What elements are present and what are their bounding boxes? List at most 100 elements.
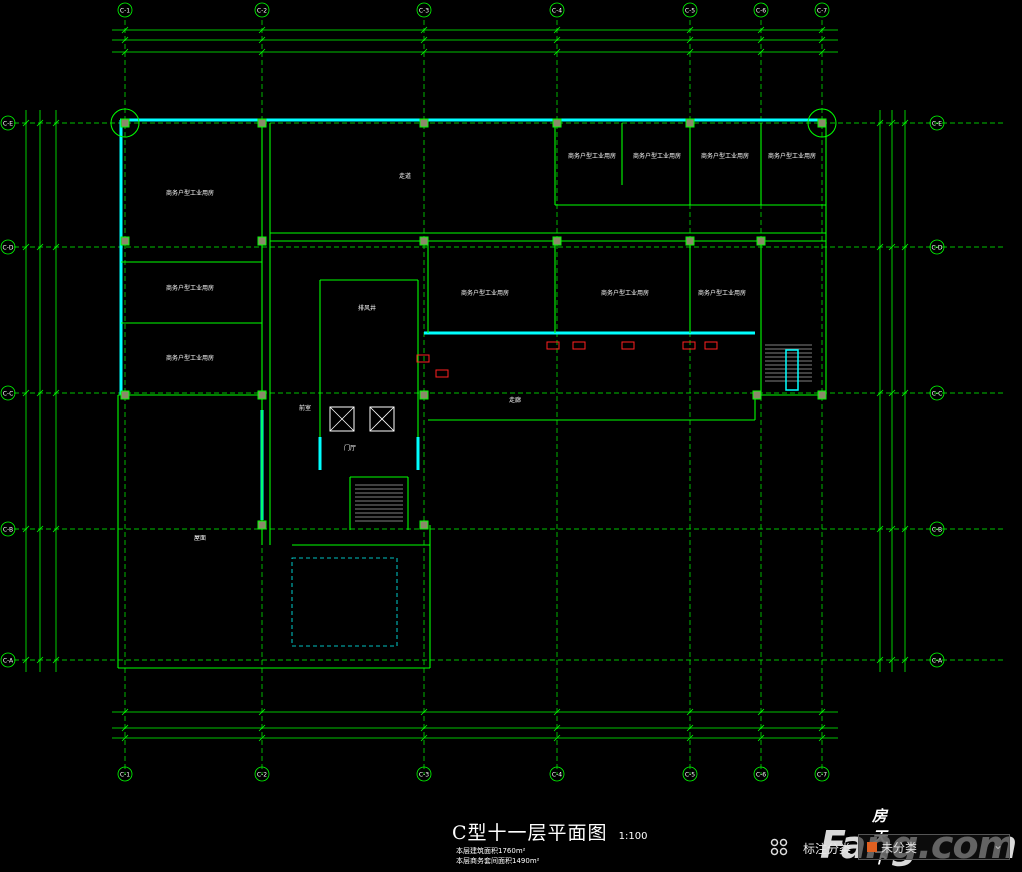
room-label: 商务户型工业用房 [633,152,681,160]
category-color-swatch [867,842,877,852]
structural-column [685,118,695,128]
axis-label: C-5 [685,772,695,779]
category-select[interactable]: 未分类 ⌄ [858,834,1010,860]
room-label: 商务户型工业用房 [461,289,509,297]
axis-label: C-C [932,391,943,398]
axis-label: C-B [932,527,942,534]
axis-bubble [416,2,432,18]
axis-label: C-1 [120,772,130,779]
corner-detail-circle [807,108,837,138]
axis-label: C-E [932,121,942,128]
room-label: 商务户型工业用房 [166,284,214,292]
space-label: 排风井 [358,304,376,312]
axis-label: C-5 [685,8,695,15]
axis-label: C-1 [120,8,130,15]
room-label: 商务户型工业用房 [768,152,816,160]
space-label: 屋面 [194,535,206,542]
axis-label: C-2 [257,772,267,779]
corner-detail-circle [110,108,140,138]
equipment-mark [435,369,449,378]
structural-column [817,390,827,400]
atrium-outline [291,557,398,647]
structural-column [685,236,695,246]
structural-column [752,390,762,400]
chevron-down-icon[interactable]: ⌄ [992,838,1003,852]
axis-bubble [254,2,270,18]
dimension-tick [686,734,694,742]
structural-column [257,390,267,400]
dimension-tick [888,243,896,251]
axis-bubble [814,2,830,18]
structural-column [552,118,562,128]
axis-label: C-C [3,391,14,398]
drawing-title: C型十一层平面图 [452,822,608,844]
space-label: 门厅 [344,444,356,452]
axis-label: C-2 [257,8,267,15]
axis-label: C-4 [552,8,562,15]
equipment-mark [416,354,430,363]
room-label: 商务户型工业用房 [701,152,749,160]
axis-label: C-6 [756,8,766,15]
axis-label: C-3 [419,772,429,779]
equipment-mark [704,341,718,350]
axis-label: C-7 [817,772,827,779]
elevator-cross [329,406,355,432]
axis-label: C-6 [756,772,766,779]
elevator-shaft [329,406,355,432]
axis-label: C-3 [419,8,429,15]
structural-column [257,118,267,128]
drawing-note-suite-area: 本层商务套间面积1490m² [456,857,540,865]
grid-icon[interactable] [770,838,788,856]
category-select-value: 未分类 [881,841,918,855]
axis-label: C-A [932,658,943,665]
axis-label: C-D [932,245,943,252]
axis-bubble [682,2,698,18]
dimension-tick [420,734,428,742]
annotation-category-label: 标注分类 [803,842,852,856]
space-label: 走廊 [509,396,521,404]
axis-label: C-B [3,527,13,534]
axis-label: C-E [3,121,13,128]
dimension-tick [818,734,826,742]
axis-label: C-4 [552,772,562,779]
axis-label: C-A [3,658,14,665]
structural-column [419,390,429,400]
room-label: 商务户型工业用房 [166,354,214,362]
dimension-tick [888,656,896,664]
room-label: 商务户型工业用房 [698,289,746,297]
axis-label: C-7 [817,8,827,15]
axis-bubble [753,2,769,18]
structural-column [120,390,130,400]
dimension-tick [757,734,765,742]
drawing-note-area: 本层建筑面积1760m² [456,847,526,855]
elevator-shaft [369,406,395,432]
dimension-tick [888,525,896,533]
structural-column [419,520,429,530]
drawing-title-block: C型十一层平面图 1:100 [452,818,647,845]
equipment-mark [572,341,586,350]
space-label: 走道 [399,172,411,180]
equipment-mark [546,341,560,350]
structural-column [120,118,130,128]
dimension-tick [258,734,266,742]
elevator-cross [369,406,395,432]
dimension-tick [888,389,896,397]
structural-column [257,236,267,246]
drawing-scale: 1:100 [618,831,648,842]
axis-label: C-D [3,245,14,252]
axis-bubble [549,2,565,18]
dimension-tick [121,734,129,742]
stair-well [785,349,799,391]
equipment-mark [682,341,696,350]
structural-column [552,236,562,246]
room-label: 商务户型工业用房 [601,289,649,297]
structural-column [257,520,267,530]
equipment-mark [621,341,635,350]
room-label: 商务户型工业用房 [568,152,616,160]
dimension-tick [888,119,896,127]
structural-column [756,236,766,246]
structural-column [120,236,130,246]
space-label: 前室 [299,404,311,412]
axis-bubble [117,2,133,18]
